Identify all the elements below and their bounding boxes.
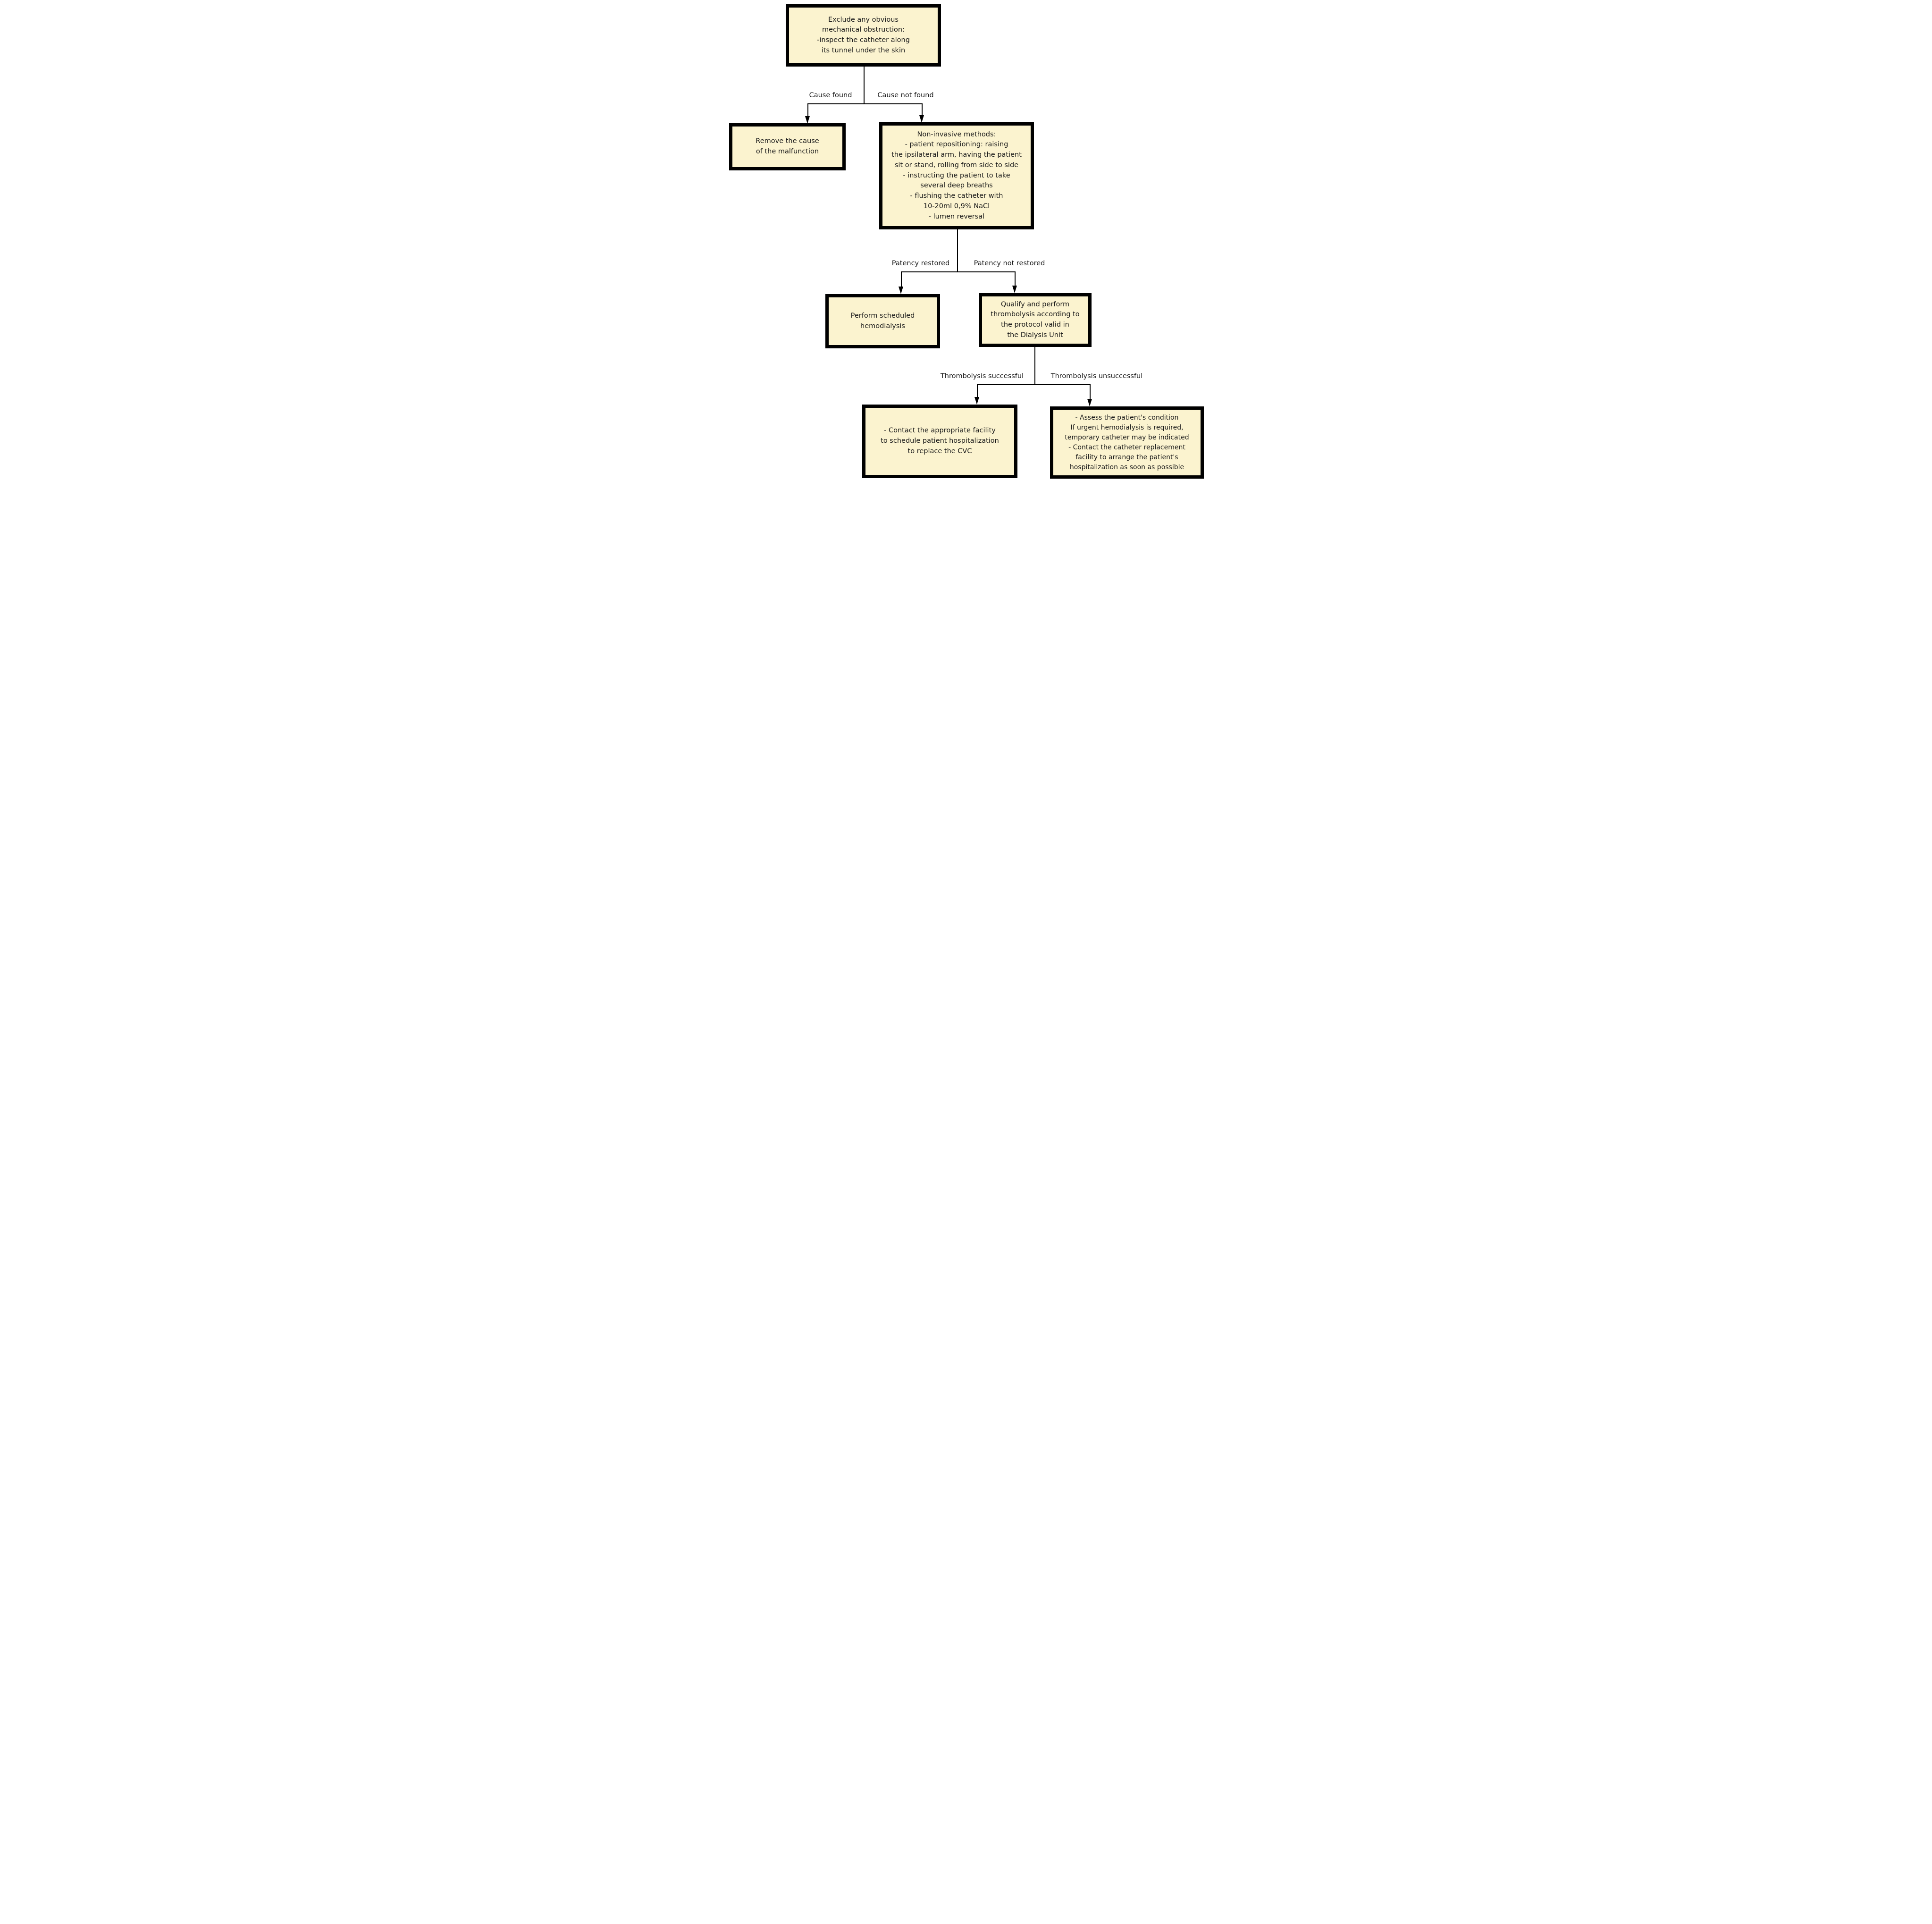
connector-drop-thrombolysis-unsuccessful [1090,384,1091,400]
connector-branch-thrombolysis [977,384,1090,385]
connector-branch-patency [901,271,1015,272]
edge-label-cause-found: Cause found [809,92,852,99]
edge-label-patency-not-restored: Patency not restored [974,260,1045,267]
connector-drop-thrombolysis-successful [977,384,978,398]
connector-drop-cause-not-found [922,103,923,116]
edge-label-thrombolysis-unsuccessful: Thrombolysis unsuccessful [1050,372,1143,380]
edge-label-cause-not-found: Cause not found [877,92,934,99]
connector-trunk-non-invasive [957,229,958,271]
connector-branch-cause [808,103,922,104]
edge-label-thrombolysis-successful: Thrombolysis successful [940,372,1024,380]
connector-trunk-exclude [864,67,865,103]
arrowhead-down-icon [1087,399,1092,406]
flowchart-node-contact-facility: - Contact the appropriate facility to sc… [862,405,1017,478]
flowchart-node-exclude-obstruction: Exclude any obvious mechanical obstructi… [786,4,941,67]
flowchart-node-perform-hemodialysis: Perform scheduled hemodialysis [825,294,940,348]
edge-label-patency-restored: Patency restored [891,260,950,267]
arrowhead-down-icon [805,116,810,124]
connector-drop-patency-restored [901,271,902,287]
connector-trunk-qualify [1034,347,1035,384]
flowchart-node-assess-patient: - Assess the patient's condition If urge… [1050,406,1204,479]
flowchart-node-qualify-thrombolysis: Qualify and perform thrombolysis accordi… [979,293,1092,347]
arrowhead-down-icon [919,115,924,123]
arrowhead-down-icon [899,287,903,294]
connector-drop-cause-found [807,103,808,117]
arrowhead-down-icon [1012,286,1017,293]
flowchart-canvas: Exclude any obvious mechanical obstructi… [724,0,1208,481]
flowchart-node-remove-cause: Remove the cause of the malfunction [729,123,846,170]
connector-drop-patency-not-restored [1015,271,1016,287]
flowchart-node-non-invasive-methods: Non-invasive methods: - patient repositi… [879,122,1034,229]
arrowhead-down-icon [974,397,979,405]
